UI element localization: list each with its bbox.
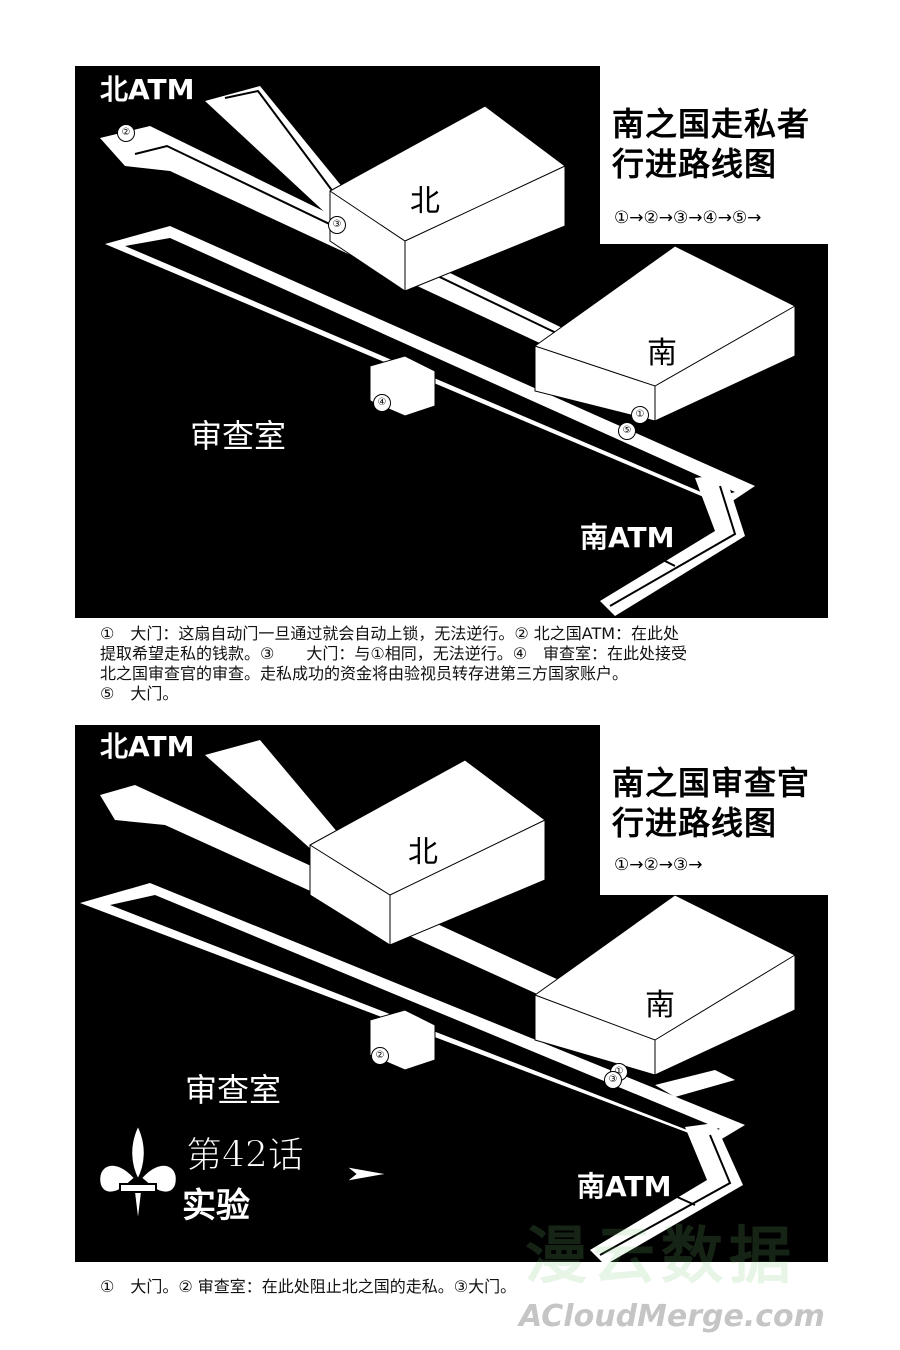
title-line-1: 南之国审查官 — [612, 764, 811, 802]
label-north: 北 — [408, 835, 438, 870]
label-south: 南 — [645, 988, 675, 1023]
path-upper — [134, 144, 626, 367]
marker-5: ⑤ — [618, 422, 636, 440]
south-building — [534, 894, 796, 1076]
chapter-name: 实验 — [182, 1186, 250, 1226]
caption-line: ⑤ 大门。 — [100, 684, 179, 703]
title-box: 南之国走私者 行进路线图 ①→②→③→④→⑤→ — [600, 66, 828, 244]
watermark: 漫云数据 ACloudMerge.com — [505, 1205, 895, 1345]
label-exam-room: 审查室 — [190, 417, 287, 455]
chapter-heading: 第42话 实验 — [90, 1120, 410, 1240]
inspector-route-map: 南之国审查官 行进路线图 ①→②→③→ 北ATM 北 南 审查室 南ATM ② … — [75, 725, 828, 1262]
marker-3: ③ — [604, 1071, 622, 1089]
corridor-south-atm — [590, 1123, 743, 1262]
watermark-cn: 漫云数据 — [525, 1219, 798, 1292]
marker-2: ② — [371, 1047, 389, 1065]
label-north-atm: 北ATM — [100, 730, 195, 763]
caption-line: ① 大门。② 审查室：在此处阻止北之国的走私。③大门。 — [100, 1277, 517, 1296]
label-south-atm: 南ATM — [577, 1170, 672, 1203]
title-line-1: 南之国走私者 — [612, 105, 811, 143]
south-building — [534, 245, 796, 422]
route-diagram-1 — [100, 86, 796, 616]
caption-line: 提取希望走私的钱款。③ 大门：与①相同，无法逆行。④ 审查室：在此处接受 — [100, 644, 688, 663]
route-sequence: ①→②→③→④→⑤→ — [614, 208, 762, 228]
label-north: 北 — [410, 184, 440, 219]
fleur-de-lis-icon — [98, 1122, 391, 1226]
route-sequence: ①→②→③→ — [614, 855, 703, 875]
title-box: 南之国审查官 行进路线图 ①→②→③→ — [600, 725, 828, 895]
title-line-2: 行进路线图 — [612, 145, 778, 183]
marker-3: ③ — [328, 216, 346, 234]
marker-4: ④ — [373, 394, 391, 412]
caption-inspector: ① 大门。② 审查室：在此处阻止北之国的走私。③大门。 — [100, 1277, 820, 1297]
caption-line: 北之国审查官的审查。走私成功的资金将由验视员转存进第三方国家账户。 — [100, 664, 629, 683]
label-south: 南 — [647, 336, 677, 371]
smuggler-route-map: 南之国走私者 行进路线图 ①→②→③→④→⑤→ 北ATM 北 南 审查室 南AT… — [75, 66, 828, 618]
path-south-loop — [599, 1134, 732, 1256]
watermark-en: ACloudMerge.com — [519, 1299, 825, 1334]
path-diagonal — [224, 89, 358, 225]
caption-smuggler: ① 大门：这扇自动门一旦通过就会自动上锁，无法逆行。② 北之国ATM：在此处 提… — [100, 624, 820, 704]
north-building — [309, 759, 546, 946]
north-building — [329, 105, 566, 292]
map-title: 南之国审查官 行进路线图 — [612, 763, 810, 843]
label-north-atm: 北ATM — [100, 73, 195, 106]
route-diagram-2 — [80, 740, 796, 1262]
title-line-2: 行进路线图 — [612, 804, 778, 842]
south-flap — [655, 1070, 735, 1097]
chapter-number: 第42话 — [186, 1135, 305, 1177]
corridor-south-atm — [600, 474, 745, 616]
label-exam-room: 审查室 — [185, 1071, 282, 1109]
marker-2: ② — [117, 124, 135, 142]
path-exam — [379, 1068, 696, 1206]
marker-1: ① — [631, 406, 649, 424]
corridor-diagonal — [205, 86, 370, 231]
map-title: 南之国走私者 行进路线图 — [612, 104, 810, 184]
path-south-loop — [609, 485, 737, 607]
caption-line: ① 大门：这扇自动门一旦通过就会自动上锁，无法逆行。② 北之国ATM：在此处 — [100, 624, 680, 643]
label-south-atm: 南ATM — [580, 521, 675, 554]
